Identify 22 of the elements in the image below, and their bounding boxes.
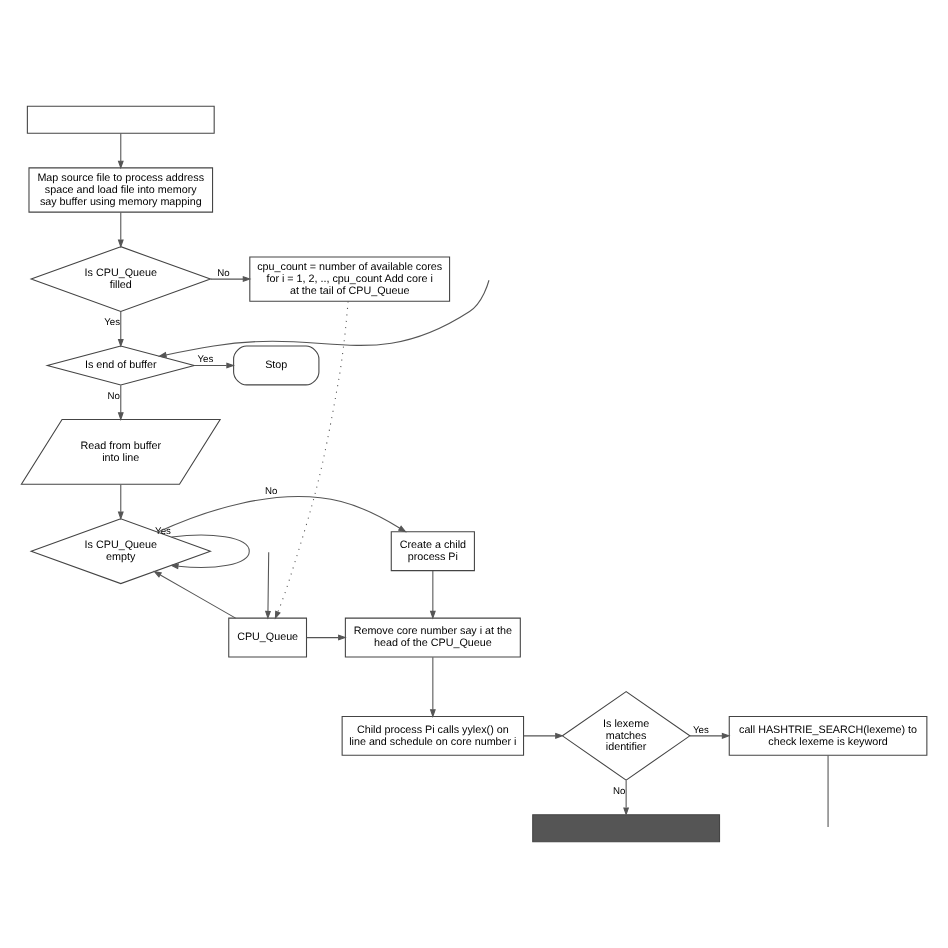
arrow [429, 570, 436, 620]
arrow [153, 570, 237, 619]
arrow [274, 301, 349, 620]
arrow [117, 132, 124, 170]
arrow [117, 384, 124, 421]
arrow [429, 656, 436, 718]
arrow [157, 496, 407, 533]
arrow [264, 551, 271, 620]
arrow [623, 779, 630, 817]
arrow [157, 279, 490, 358]
arrow [306, 634, 347, 641]
arrow [117, 311, 124, 348]
arrow [689, 732, 731, 739]
arrow [523, 732, 564, 739]
arrow [117, 212, 124, 249]
node-box [26, 105, 215, 134]
connector [827, 755, 829, 828]
arrow [117, 484, 124, 521]
arrow [169, 534, 250, 570]
arrow [210, 276, 252, 283]
arrow [193, 362, 235, 369]
node-box [532, 814, 721, 843]
